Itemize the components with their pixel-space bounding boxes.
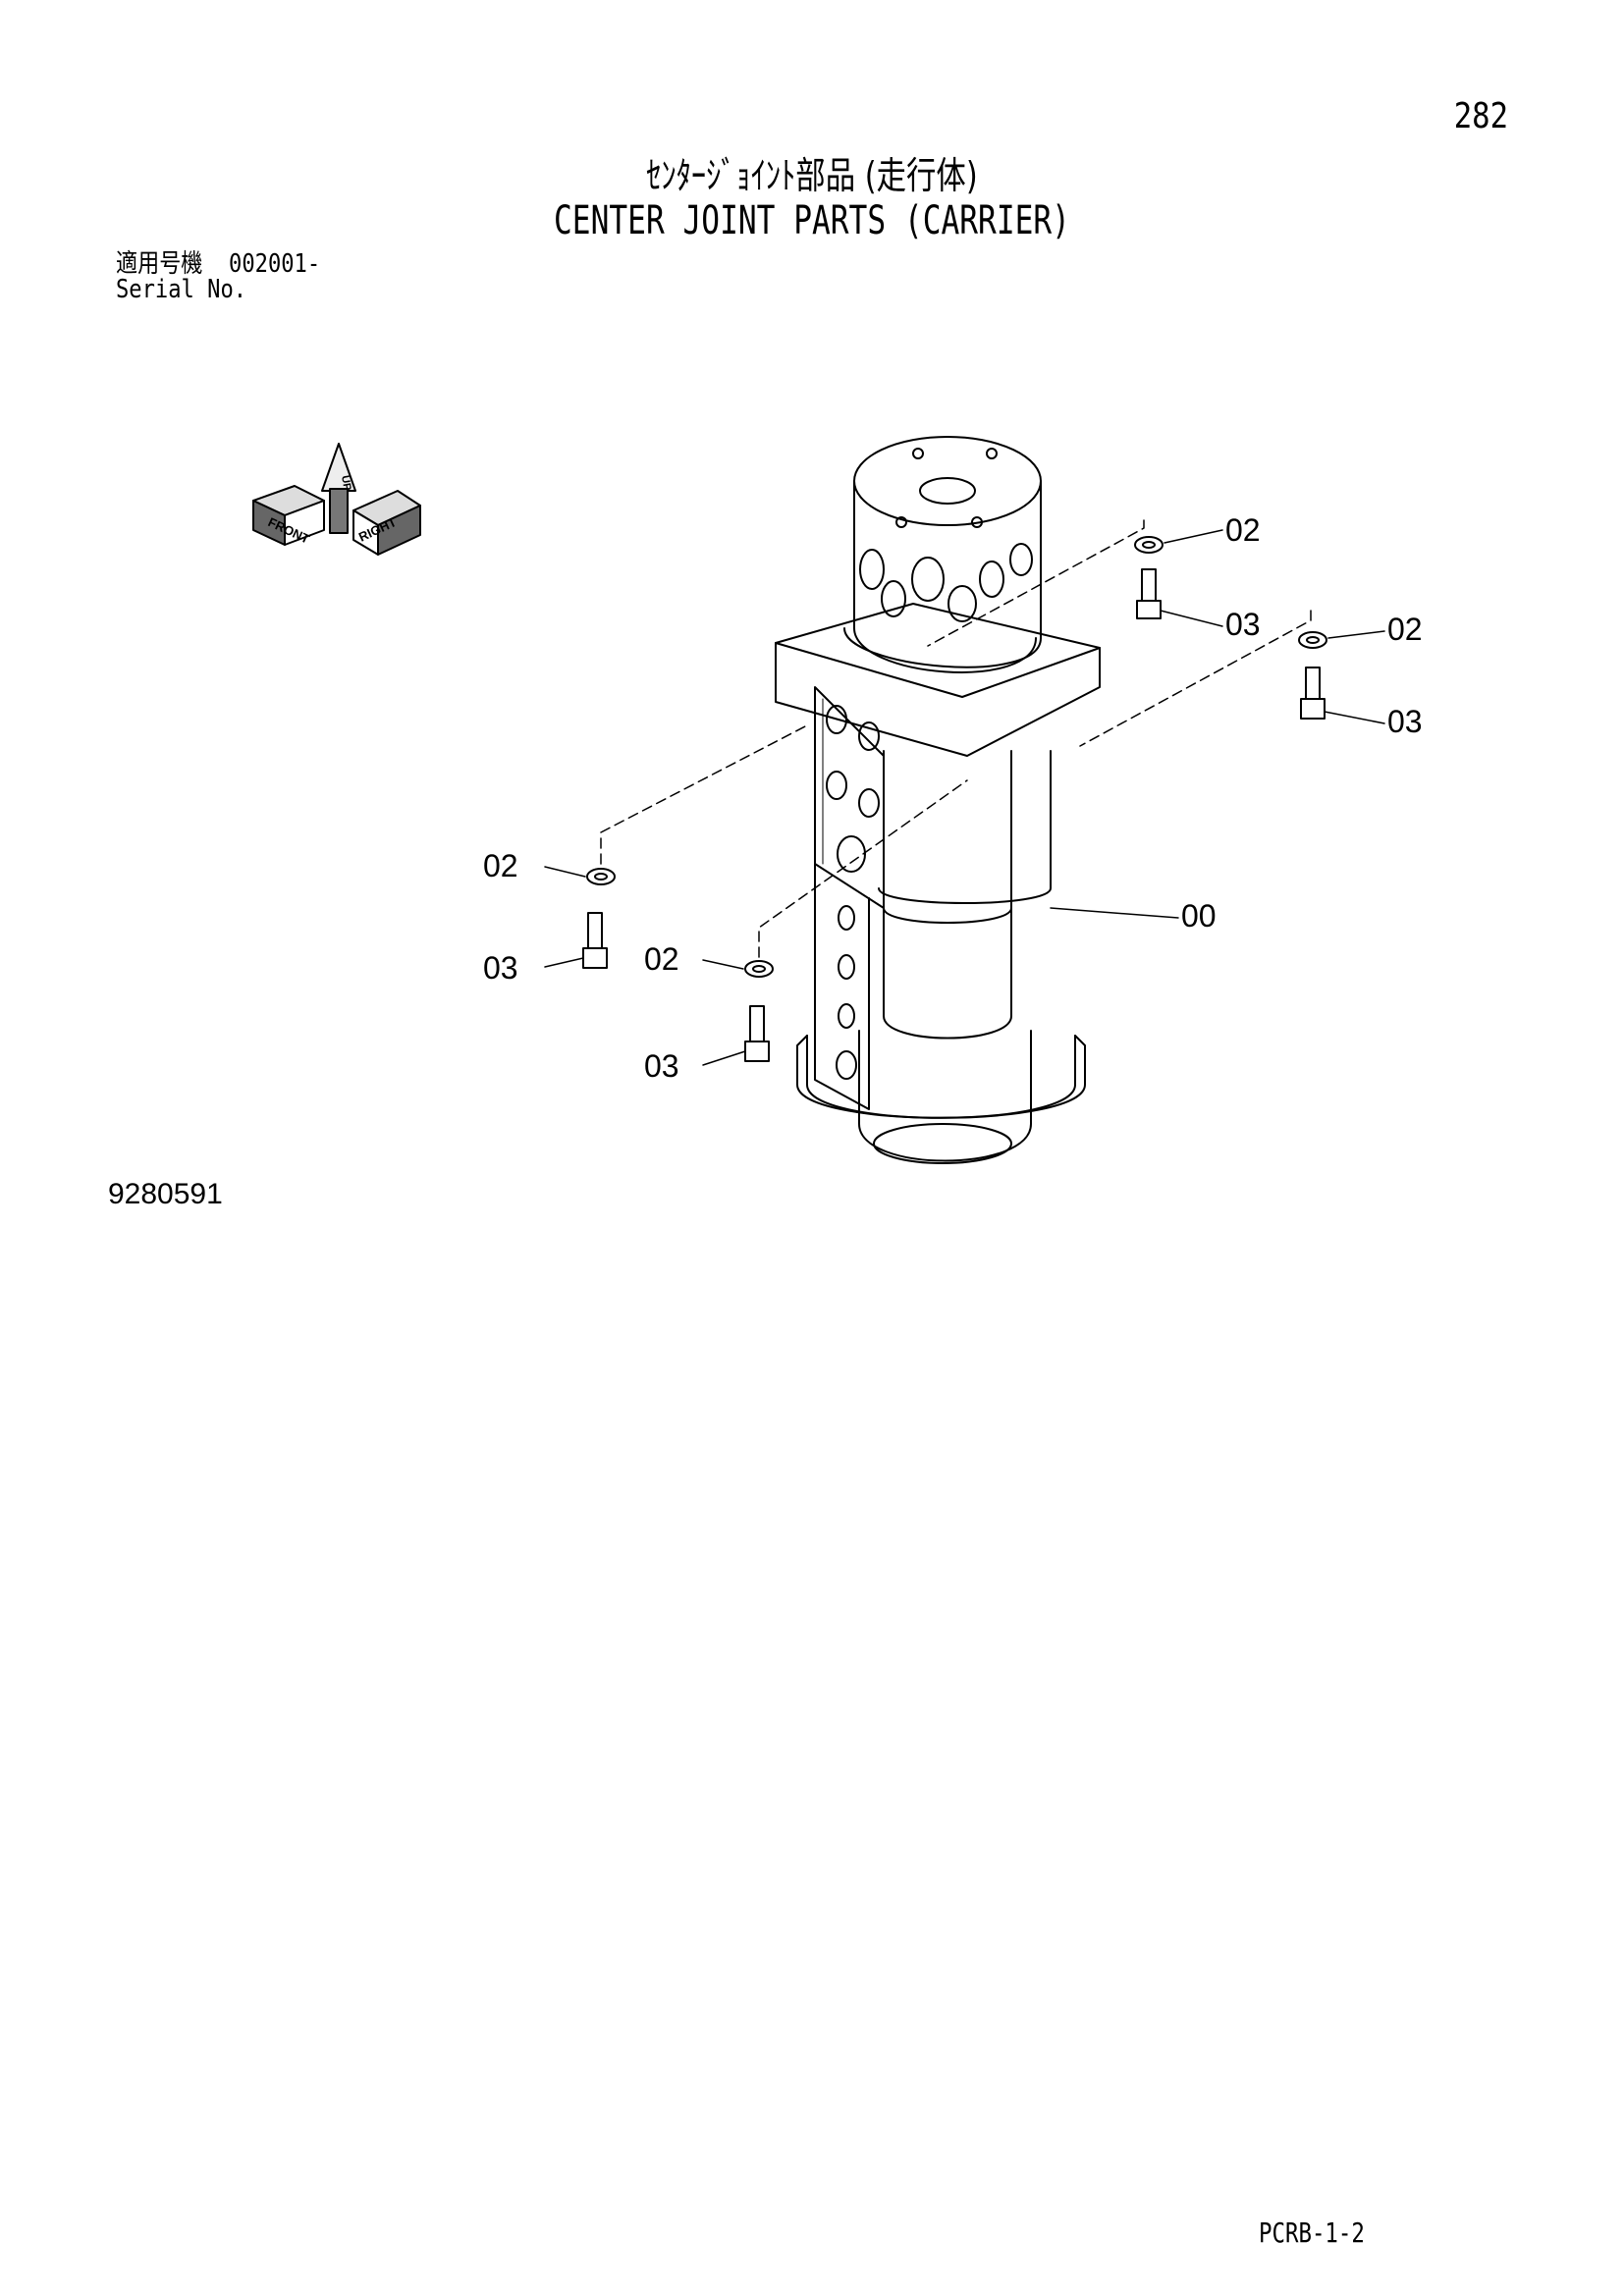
- leader-lines: [544, 529, 1385, 1066]
- bolt-left-2: [744, 1005, 770, 1062]
- callout-bolt-top-1: 03: [1225, 607, 1261, 642]
- orientation-arrows-icon: FRONT RIGHT UP: [252, 443, 421, 556]
- page-code: PCRB-1-2: [1259, 2216, 1365, 2249]
- title-english: CENTER JOINT PARTS (CARRIER): [554, 198, 1070, 243]
- washer-left-1: [586, 868, 616, 885]
- washer-left-2: [744, 960, 774, 978]
- bolt-top-1: [1136, 568, 1162, 619]
- page-number: 282: [1453, 96, 1508, 136]
- title-japanese: ｾﾝﾀｰｼﾞｮｲﾝﾄ部品 (走行体): [646, 154, 978, 197]
- up-label: UP: [339, 474, 352, 491]
- callout-body: 00: [1181, 898, 1217, 934]
- washer-top-2: [1298, 631, 1327, 649]
- serial-row: 適用号機 002001-: [116, 251, 320, 277]
- drawing-number: 9280591: [108, 1178, 223, 1210]
- callout-washer-top-1: 02: [1225, 512, 1261, 548]
- callout-washer-top-2: 02: [1387, 612, 1423, 647]
- serial-value: 002001-: [229, 249, 321, 279]
- bolt-top-2: [1300, 667, 1326, 720]
- serial-label-jp: 適用号機: [116, 249, 203, 279]
- serial-label-en: Serial No.: [116, 275, 247, 304]
- callout-washer-left-1: 02: [483, 848, 518, 883]
- washer-top-1: [1134, 536, 1164, 554]
- callout-washer-left-2: 02: [644, 941, 679, 977]
- center-joint-body: [775, 436, 1101, 1164]
- callout-bolt-top-2: 03: [1387, 704, 1423, 739]
- assembly-lines: [600, 519, 1312, 958]
- callout-bolt-left-1: 03: [483, 950, 518, 986]
- callout-bolt-left-2: 03: [644, 1048, 679, 1084]
- bolt-left-1: [582, 912, 608, 969]
